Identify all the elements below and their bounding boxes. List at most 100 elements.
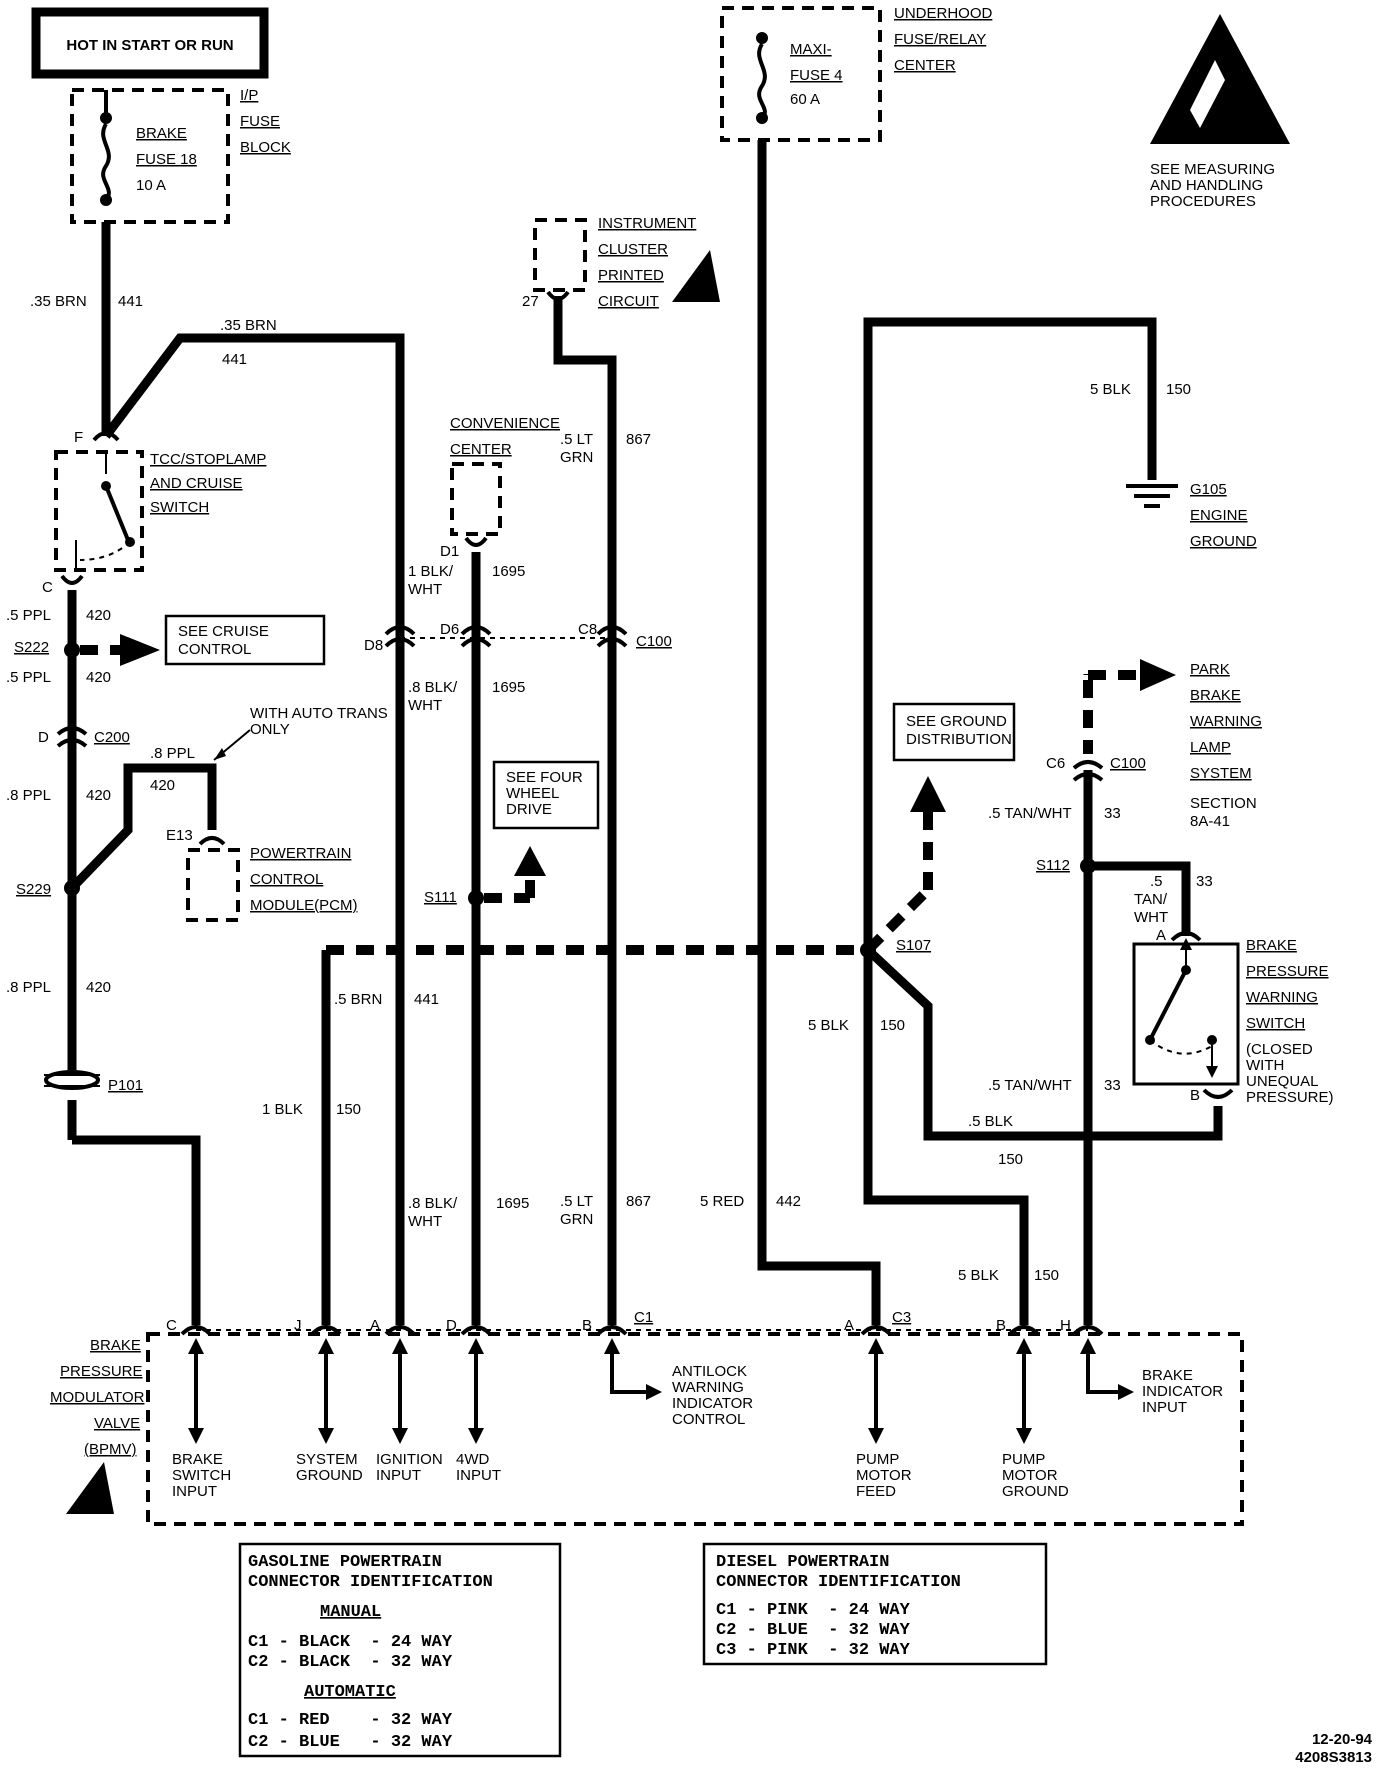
- svg-text:CIRCUIT: CIRCUIT: [598, 293, 659, 310]
- svg-text:.5: .5: [1150, 873, 1163, 890]
- hot-in-start-box: HOT IN START OR RUN: [31, 7, 269, 79]
- svg-text:WARNING: WARNING: [1246, 989, 1318, 1006]
- svg-text:CONTROL: CONTROL: [672, 1411, 745, 1428]
- svg-text:TCC/STOPLAMP: TCC/STOPLAMP: [150, 451, 266, 468]
- svg-text:60 A: 60 A: [790, 91, 820, 108]
- svg-text:D6: D6: [440, 621, 459, 638]
- svg-text:.8 PPL: .8 PPL: [6, 979, 51, 996]
- svg-text:WITH AUTO TRANS: WITH AUTO TRANS: [250, 705, 388, 722]
- svg-text:PRESSURE): PRESSURE): [1246, 1089, 1334, 1106]
- svg-text:SECTION: SECTION: [1190, 795, 1257, 812]
- svg-text:150: 150: [336, 1101, 361, 1118]
- svg-text:C2 - BLACK - 32 WAY: C2 - BLACK - 32 WAY: [248, 1653, 453, 1672]
- svg-text:FUSE: FUSE: [240, 113, 280, 130]
- svg-text:CONTROL: CONTROL: [250, 871, 323, 888]
- svg-text:SWITCH: SWITCH: [172, 1467, 231, 1484]
- svg-text:BRAKE: BRAKE: [90, 1337, 141, 1354]
- svg-text:H: H: [1060, 1317, 1071, 1334]
- svg-text:C8: C8: [578, 621, 597, 638]
- svg-text:SEE GROUND: SEE GROUND: [906, 713, 1007, 730]
- svg-text:PRINTED: PRINTED: [598, 267, 664, 284]
- esd-icon: [672, 250, 720, 302]
- svg-text:441: 441: [222, 351, 247, 368]
- svg-text:D1: D1: [440, 543, 459, 560]
- svg-text:PARK: PARK: [1190, 661, 1230, 678]
- svg-text:C100: C100: [1110, 755, 1146, 772]
- svg-text:.5 LT: .5 LT: [560, 1193, 593, 1210]
- park-brake-warning-ref: PARK BRAKE WARNING LAMP SYSTEM SECTION 8…: [1190, 661, 1262, 830]
- svg-text:ANTILOCK: ANTILOCK: [672, 1363, 747, 1380]
- svg-text:C1: C1: [634, 1309, 653, 1326]
- svg-text:INDICATOR: INDICATOR: [672, 1395, 753, 1412]
- brake-pressure-modulator-valve: BRAKE PRESSURE MODULATOR VALVE (BPMV) C …: [50, 1309, 1244, 1526]
- svg-text:D: D: [446, 1317, 457, 1334]
- svg-text:BRAKE: BRAKE: [172, 1451, 223, 1468]
- svg-text:MODULE(PCM): MODULE(PCM): [250, 897, 358, 914]
- svg-text:420: 420: [150, 777, 175, 794]
- svg-text:5 RED: 5 RED: [700, 1193, 744, 1210]
- convenience-center: CONVENIENCE CENTER D1: [440, 415, 560, 560]
- svg-text:.8 BLK/: .8 BLK/: [408, 679, 458, 696]
- svg-text:WHT: WHT: [408, 581, 442, 598]
- svg-text:GRN: GRN: [560, 449, 593, 466]
- svg-text:ONLY: ONLY: [250, 721, 290, 738]
- svg-text:SWITCH: SWITCH: [150, 499, 209, 516]
- svg-text:(CLOSED: (CLOSED: [1246, 1041, 1313, 1058]
- svg-text:WARNING: WARNING: [672, 1379, 744, 1396]
- svg-text:.5 BLK: .5 BLK: [968, 1113, 1013, 1130]
- svg-text:.5 TAN/WHT: .5 TAN/WHT: [988, 1077, 1072, 1094]
- svg-text:441: 441: [118, 293, 143, 310]
- diagram-date: 12-20-94: [1312, 1731, 1373, 1748]
- svg-text:150: 150: [880, 1017, 905, 1034]
- svg-text:S112: S112: [1036, 857, 1070, 874]
- svg-text:WITH: WITH: [1246, 1057, 1284, 1074]
- svg-text:DISTRIBUTION: DISTRIBUTION: [906, 731, 1012, 748]
- svg-text:150: 150: [1034, 1267, 1059, 1284]
- svg-text:442: 442: [776, 1193, 801, 1210]
- svg-text:5 BLK: 5 BLK: [1090, 381, 1131, 398]
- svg-text:8A-41: 8A-41: [1190, 813, 1230, 830]
- svg-text:F: F: [74, 429, 83, 446]
- svg-text:BRAKE: BRAKE: [1190, 687, 1241, 704]
- svg-text:FUSE/RELAY: FUSE/RELAY: [894, 31, 986, 48]
- svg-text:TAN/: TAN/: [1134, 891, 1168, 908]
- svg-text:SEE FOUR: SEE FOUR: [506, 769, 583, 786]
- svg-text:B: B: [996, 1317, 1006, 1334]
- svg-text:AND CRUISE: AND CRUISE: [150, 475, 243, 492]
- svg-text:WHT: WHT: [408, 1213, 442, 1230]
- svg-text:420: 420: [86, 669, 111, 686]
- svg-text:CONNECTOR IDENTIFICATION: CONNECTOR IDENTIFICATION: [248, 1573, 493, 1592]
- svg-text:C: C: [166, 1317, 177, 1334]
- svg-text:J: J: [294, 1317, 302, 1334]
- svg-text:INDICATOR: INDICATOR: [1142, 1383, 1223, 1400]
- svg-text:INPUT: INPUT: [1142, 1399, 1187, 1416]
- svg-text:A: A: [370, 1317, 380, 1334]
- svg-text:C6: C6: [1046, 755, 1065, 772]
- svg-text:UNDERHOOD: UNDERHOOD: [894, 5, 993, 22]
- svg-text:5 BLK: 5 BLK: [808, 1017, 849, 1034]
- svg-text:33: 33: [1104, 1077, 1121, 1094]
- svg-text:SYSTEM: SYSTEM: [296, 1451, 358, 1468]
- svg-text:MODULATOR: MODULATOR: [50, 1389, 145, 1406]
- svg-text:B: B: [1190, 1087, 1200, 1104]
- svg-text:A: A: [844, 1317, 854, 1334]
- svg-text:D: D: [38, 729, 49, 746]
- svg-text:.5 PPL: .5 PPL: [6, 669, 51, 686]
- svg-text:BRAKE: BRAKE: [1246, 937, 1297, 954]
- tcc-stoplamp-cruise-switch: F TCC/STOPLAMP AND CRUISE SWITCH C: [42, 429, 266, 596]
- svg-text:S222: S222: [14, 639, 49, 656]
- svg-text:GROUND: GROUND: [1002, 1483, 1069, 1500]
- svg-text:IGNITION: IGNITION: [376, 1451, 443, 1468]
- svg-text:.5 PPL: .5 PPL: [6, 607, 51, 624]
- svg-text:DIESEL POWERTRAIN: DIESEL POWERTRAIN: [716, 1553, 889, 1572]
- diagram-code: 4208S3813: [1295, 1749, 1372, 1766]
- svg-text:INPUT: INPUT: [456, 1467, 501, 1484]
- underhood-fuse-relay-center: MAXI- FUSE 4 60 A UNDERHOOD FUSE/RELAY C…: [720, 5, 993, 142]
- svg-text:C1 - PINK - 24 WAY: C1 - PINK - 24 WAY: [716, 1601, 911, 1620]
- svg-text:HOT IN START OR RUN: HOT IN START OR RUN: [66, 37, 233, 54]
- svg-text:C3 - PINK - 32 WAY: C3 - PINK - 32 WAY: [716, 1641, 911, 1660]
- svg-text:1695: 1695: [492, 563, 525, 580]
- svg-text:CONNECTOR IDENTIFICATION: CONNECTOR IDENTIFICATION: [716, 1573, 961, 1592]
- svg-text:PUMP: PUMP: [1002, 1451, 1045, 1468]
- svg-text:BRAKE: BRAKE: [1142, 1367, 1193, 1384]
